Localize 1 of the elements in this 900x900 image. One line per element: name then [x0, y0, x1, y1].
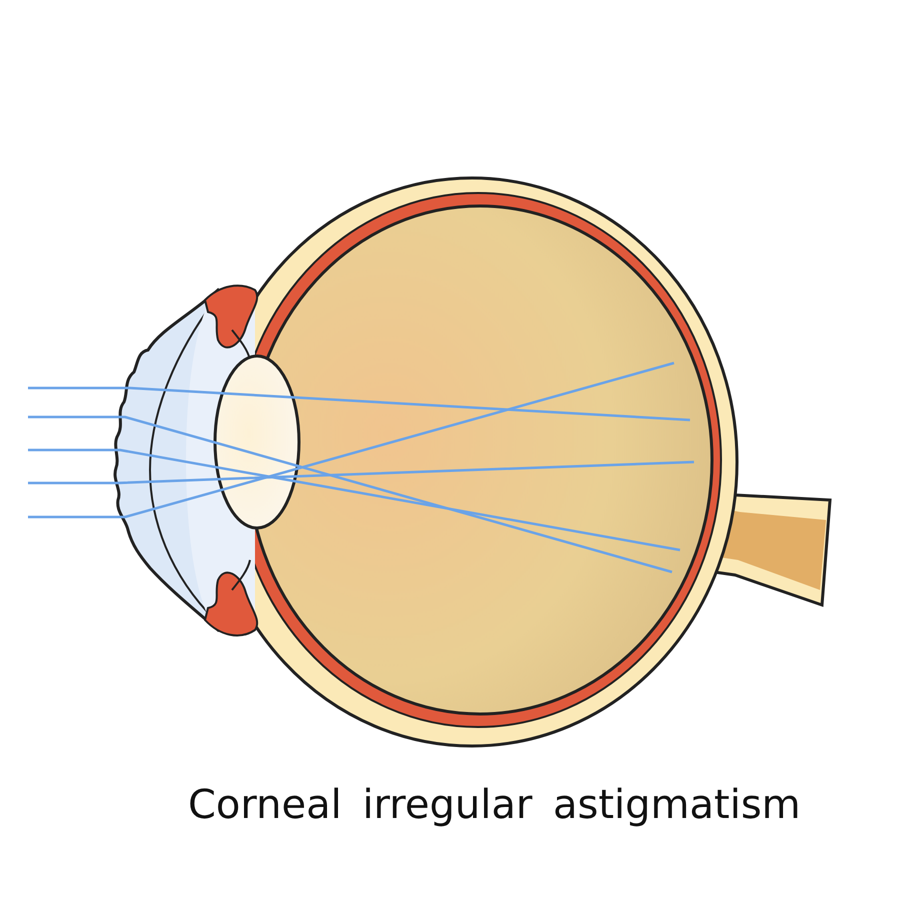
caption: Corneal irregular astigmatism — [188, 782, 801, 828]
